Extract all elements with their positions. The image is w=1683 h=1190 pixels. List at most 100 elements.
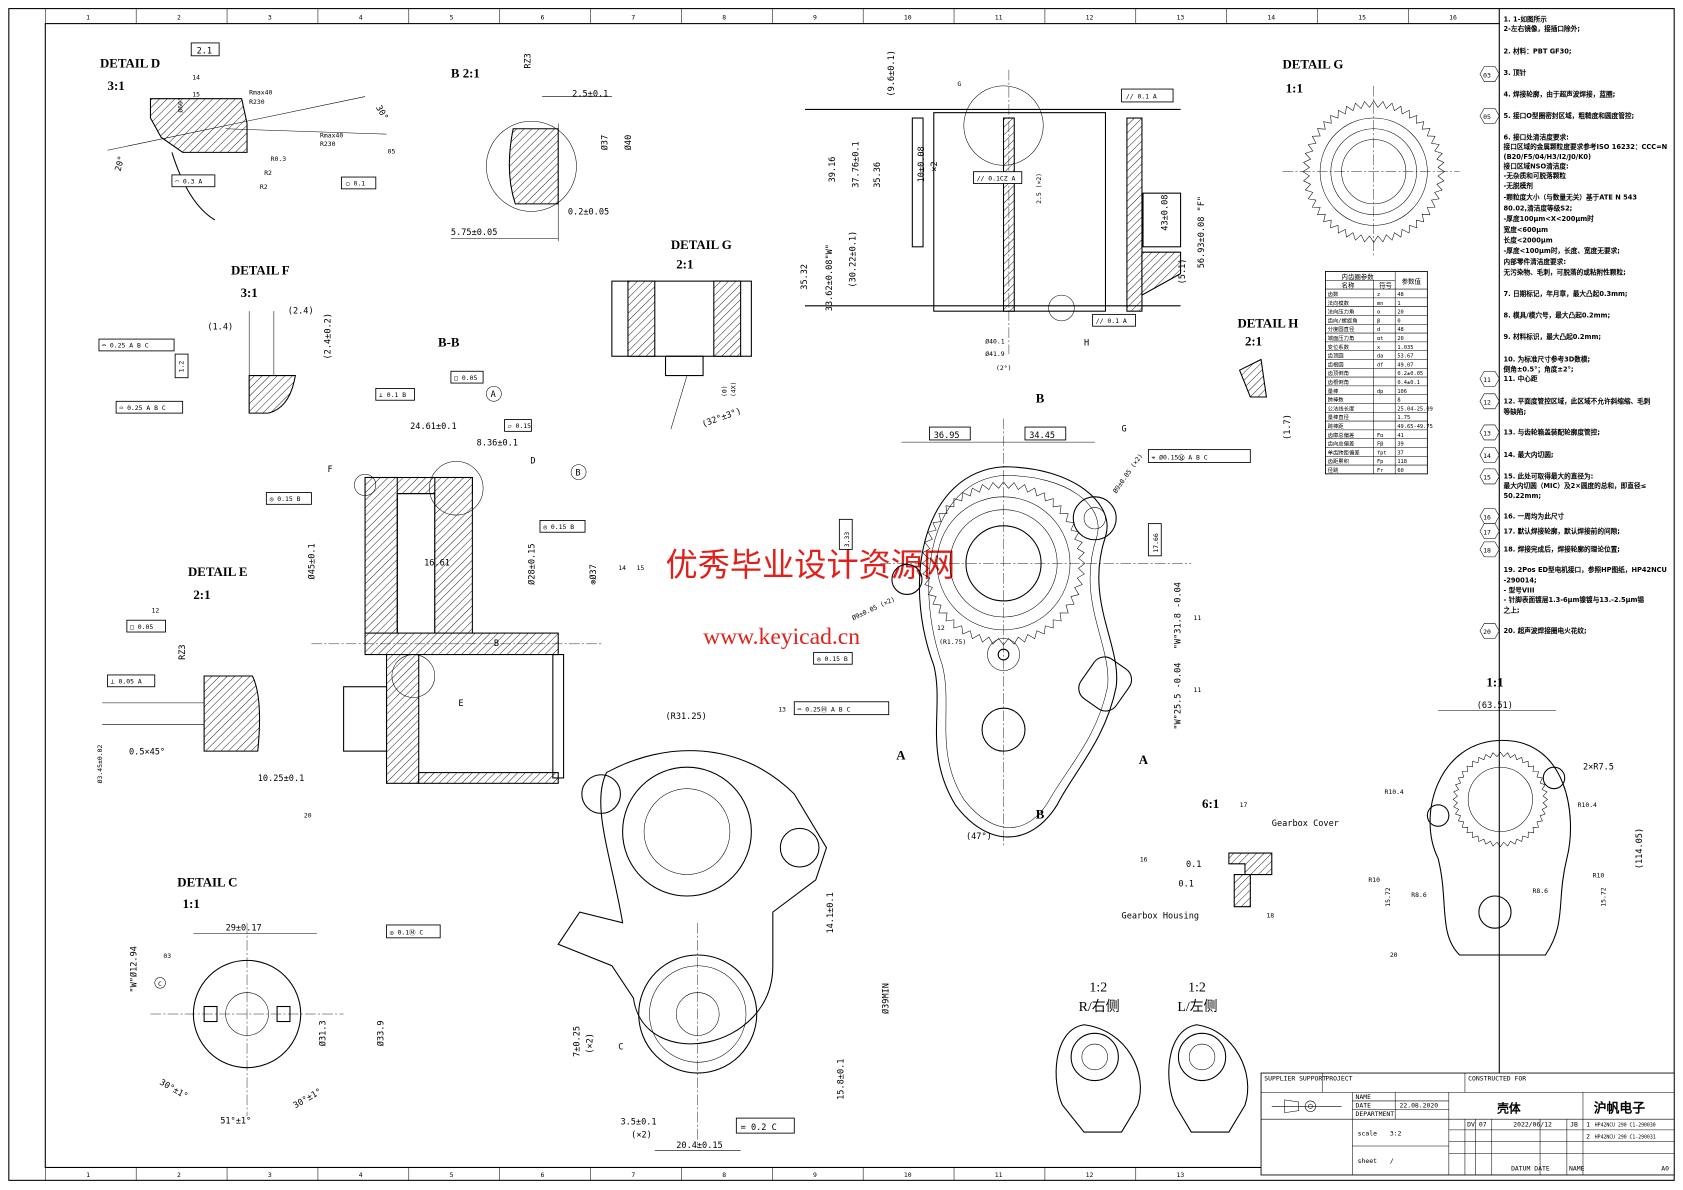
note-line: 8. 模具/模穴号，最大凸起0.2mm; [1504, 311, 1611, 320]
detail-g-scale: 1:1 [1286, 81, 1303, 95]
label-gearbox-housing: Gearbox Housing [1122, 912, 1199, 922]
table-cell: 118 [1397, 459, 1407, 465]
section-marker-b-top: B [1036, 391, 1045, 405]
note-line: 之上; [1504, 606, 1520, 615]
fcf-label: ◎ 0.1Ⓜ C [390, 929, 424, 937]
table-cell: β [1377, 318, 1380, 324]
zone-number: 11 [995, 13, 1003, 21]
callout-hexagon: 12 [1483, 399, 1491, 407]
detail-c-scale: 1:1 [183, 897, 200, 911]
zone-number: 11 [995, 1171, 1003, 1179]
note-line: 14. 最大内切圆; [1504, 450, 1554, 459]
table-cell: 25.04-25.09 [1397, 406, 1433, 412]
dim-label: 0.1 [1186, 860, 1202, 870]
left-view-scale: 1:2 [1188, 980, 1206, 995]
table-cell: 60 [1397, 468, 1403, 474]
dim-label: 7±0.25 [573, 1026, 583, 1057]
callout-hexagon: 13 [1483, 430, 1491, 438]
zone-number: 5 [450, 1171, 454, 1179]
dim-label: 0.5×45° [129, 747, 165, 757]
dim-label: 0.1 [1178, 879, 1194, 889]
dim-label: Ø60° [177, 97, 185, 112]
dim-label: Ø9±0.05 (×2) [1111, 452, 1144, 495]
supplier-label: SUPPLIER SUPPORT [1264, 1075, 1326, 1083]
detail-f-view: DETAIL F 3:1 (1.4) (2.4) (2.4±0.2) 1.2 ⌓… [98, 264, 334, 414]
dim-label: Ø31.3 [317, 1020, 328, 1046]
table-cell: 0.2±0.05 [1397, 371, 1423, 377]
note-line: -厚度<100μm时，长度、宽度无要求; [1504, 246, 1620, 255]
dim-label: (×2) [586, 1033, 596, 1054]
dim-label: 39.16 [828, 157, 838, 183]
dim-label: 35.36 [873, 162, 883, 188]
callout-hexagon: 05 [1483, 113, 1491, 121]
sheet-size: A0 [1661, 1165, 1669, 1173]
table-cell: 8 [1397, 398, 1400, 404]
dim-label: (47°) [966, 832, 992, 842]
note-line: 10. 为标准尺寸参考3D数模; [1504, 355, 1591, 364]
callout-hexagon: 18 [1483, 547, 1491, 555]
detail-g-2-1-view: DETAIL G 2:1 (0) (4X) (32°±3°) [611, 238, 752, 430]
fcf-label: ○ 0.1 [346, 180, 365, 188]
section-bb-title: B-B [438, 336, 460, 350]
detail-g-title: DETAIL G [671, 238, 732, 252]
zone-number: 12 [1086, 1171, 1094, 1179]
note-line: 20. 超声波焊接圈电火花纹; [1504, 626, 1587, 635]
label-g: G [1122, 424, 1127, 434]
weld-detail-view: 6:1 17 Gearbox Cover 16 0.1 0.1 Gearbox … [1122, 797, 1339, 922]
dim-label: (×2) [631, 1130, 652, 1140]
label-e: E [458, 699, 463, 709]
dim-label: 34.45 [1029, 431, 1055, 441]
dim-label: 33.62±0.08"W" [825, 244, 835, 311]
note-line: -厚度100μm<X<200μm时 [1504, 214, 1595, 223]
callout-20: 20 [304, 812, 312, 820]
dim-label: (R1.75) [939, 638, 966, 646]
dim-label: Ø41.9 [985, 350, 1004, 358]
dim-label: 10±0.08 [917, 146, 927, 182]
zone-number: 2 [177, 1171, 181, 1179]
company-name: 沪帆电子 [1594, 1101, 1646, 1117]
dim-label: 0.2±0.05 [568, 208, 609, 218]
note-line: 无污染物、毛刺，可脱落的或粘附性颗粒; [1503, 268, 1626, 277]
date-value: 22.08.2020 [1399, 1101, 1438, 1109]
zone-number: 2 [177, 13, 181, 21]
revision-dv: DV [1467, 1121, 1475, 1129]
note-line: -颗粒度大小（与数量无关）基于ATE N 543 [1504, 193, 1638, 202]
dim-label: R230 [249, 98, 265, 106]
dim-label: R2 [260, 183, 268, 191]
mirror-views: 1:2 R/右侧 1:2 L/左侧 [1055, 980, 1249, 1133]
note-line: 2-左右镜像，接插口除外; [1504, 24, 1580, 33]
fcf-label: ◎ 0.15 B [270, 495, 301, 503]
table-cell: 法向压力角 [1328, 308, 1355, 316]
callout-17: 17 [1240, 801, 1248, 809]
table-cell: 0.4±0.1 [1397, 380, 1420, 386]
note-line: -290014; [1504, 577, 1537, 585]
dim-label: (0) [721, 385, 729, 397]
table-cell: αt [1377, 336, 1383, 342]
fcf-label: // 0.1 A [1096, 317, 1127, 325]
note-line: 等缺陷; [1503, 407, 1527, 416]
left-view-label: L/左侧 [1177, 999, 1217, 1015]
table-cell: 齿向总偏差 [1328, 440, 1355, 448]
datum-date-label: DATUM DATE [1511, 1165, 1550, 1173]
watermark-url: www.keyicad.cn [703, 624, 860, 650]
label-g: G [957, 80, 961, 88]
detail-d-view: DETAIL D 3:1 2.1 Ø60° Rmax40 R230 Rmax40… [100, 42, 395, 221]
right-view-label: R/右侧 [1079, 999, 1120, 1015]
note-line: 长度<2000μm [1504, 236, 1553, 245]
dim-label: 15.72 [1384, 887, 1392, 906]
dim-label: 3.5±0.1 [620, 1118, 656, 1128]
callout-15: 15 [192, 91, 200, 99]
label-b: B [494, 639, 499, 649]
title-block: SUPPLIER SUPPORT PROJECT CONSTRUCTED FOR… [1260, 1072, 1675, 1176]
dim-label: Rmax40 [249, 88, 272, 96]
note-line: -无脱模剂 [1504, 181, 1534, 190]
table-cell: 齿距累积 [1328, 458, 1350, 465]
